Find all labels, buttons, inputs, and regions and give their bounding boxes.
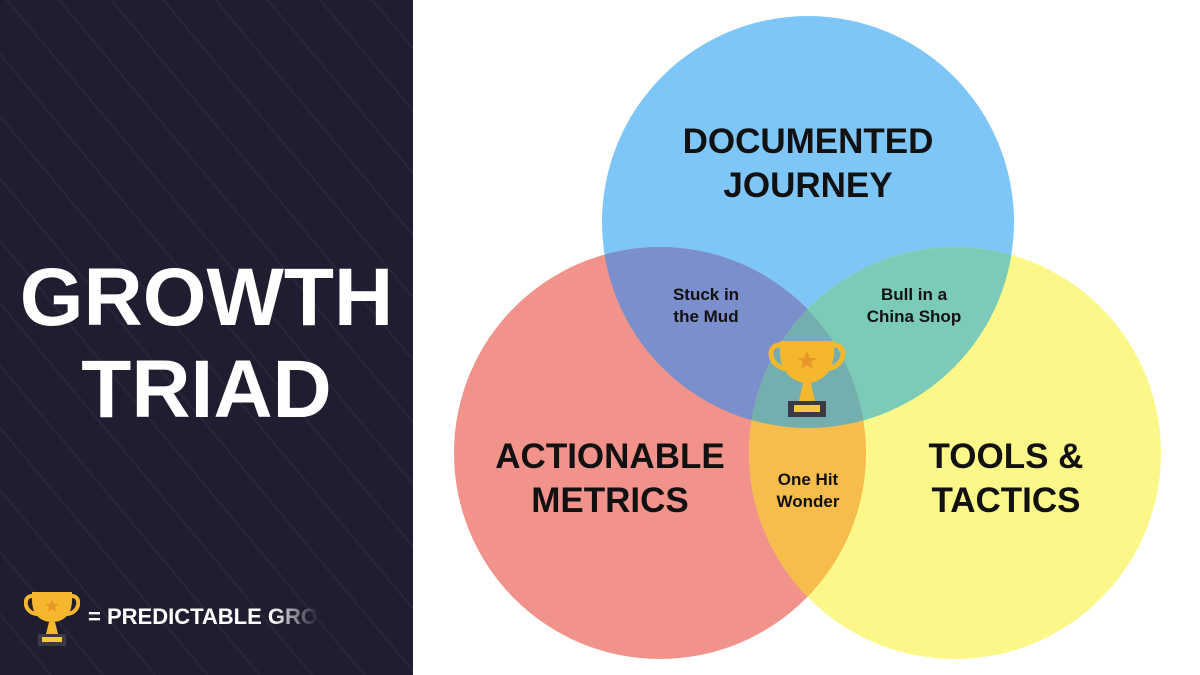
label-stuck: Stuck in bbox=[673, 285, 739, 304]
label-tools: TOOLS & bbox=[929, 437, 1084, 476]
label-china-shop: China Shop bbox=[867, 307, 961, 326]
slide-title: GROWTH TRIAD bbox=[0, 252, 413, 436]
legend-text: = PREDICTABLE GRO bbox=[88, 604, 319, 629]
trophy-icon bbox=[24, 592, 80, 646]
trophy-icon bbox=[768, 341, 846, 417]
label-journey: JOURNEY bbox=[723, 166, 892, 205]
label-mud: the Mud bbox=[673, 307, 738, 326]
overlap-top-right bbox=[749, 247, 1014, 428]
label-bull: Bull in a bbox=[881, 285, 948, 304]
title-panel: GROWTH TRIAD = PREDICTABLE GRO bbox=[0, 0, 413, 675]
legend: = PREDICTABLE GRO bbox=[24, 586, 318, 648]
title-line: TRIAD bbox=[81, 344, 332, 435]
title-line: GROWTH bbox=[19, 252, 394, 343]
label-metrics: METRICS bbox=[531, 481, 689, 520]
label-documented: DOCUMENTED bbox=[683, 122, 934, 161]
label-one-hit: One Hit bbox=[778, 470, 839, 489]
label-actionable: ACTIONABLE bbox=[495, 437, 724, 476]
overlap-top-left bbox=[602, 247, 866, 428]
label-tactics: TACTICS bbox=[931, 481, 1080, 520]
label-wonder: Wonder bbox=[777, 492, 840, 511]
